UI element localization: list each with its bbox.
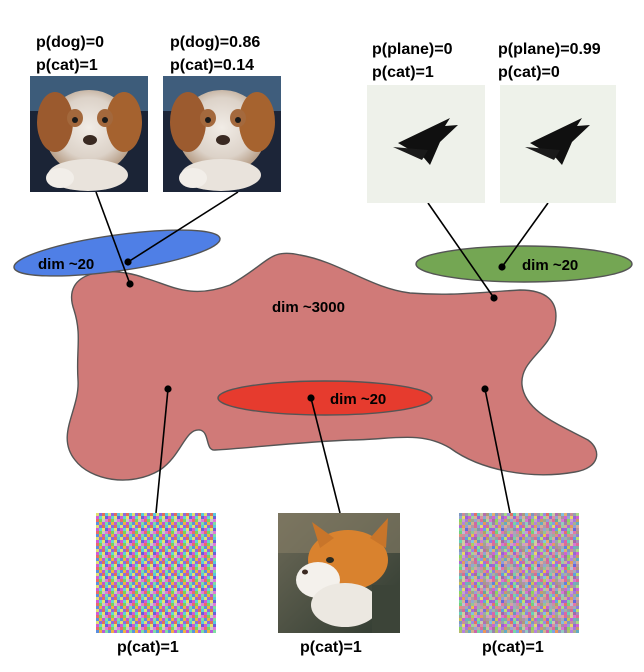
top-image-4: p(plane)=0.99 p(cat)=0 [498, 41, 616, 203]
plane-subspace-ellipse [415, 245, 633, 283]
cat-prob-label: p(cat)=1 [300, 639, 362, 656]
cat-photo [278, 513, 400, 633]
prob-label-line2: p(cat)=1 [372, 64, 434, 81]
prob-label-line1: p(dog)=0 [36, 34, 104, 51]
plane-subspace-label: dim ~20 [522, 257, 578, 274]
top-image-3: p(plane)=0 p(cat)=1 [367, 41, 485, 203]
main-region-label: dim ~3000 [272, 299, 345, 316]
main-region-blob [66, 252, 598, 481]
cat-prob-label: p(cat)=1 [482, 639, 544, 656]
prob-label-line1: p(dog)=0.86 [170, 34, 260, 51]
dog-subspace-label: dim ~20 [38, 256, 94, 273]
dog-photo [30, 76, 148, 192]
top-image-1: p(dog)=0 p(cat)=1 [30, 34, 148, 192]
bottom-image-3: p(cat)=1 [459, 513, 579, 656]
connector-dots [124, 258, 506, 402]
noise-pattern [96, 513, 216, 633]
top-image-2: p(dog)=0.86 p(cat)=0.14 [163, 34, 281, 192]
prob-label-line2: p(cat)=0 [498, 64, 560, 81]
prob-label-line1: p(plane)=0.99 [498, 41, 601, 58]
cat-subspace-label: dim ~20 [330, 391, 386, 408]
cat-subspace-ellipse [217, 380, 433, 416]
connector-lines [95, 191, 549, 514]
cat-prob-label: p(cat)=1 [117, 639, 179, 656]
dog-subspace-ellipse [13, 229, 221, 277]
bottom-image-2: p(cat)=1 [278, 513, 400, 656]
prob-label-line1: p(plane)=0 [372, 41, 453, 58]
plane-photo [367, 85, 485, 203]
plane-photo [500, 85, 616, 203]
prob-label-line2: p(cat)=1 [36, 57, 98, 74]
prob-label-line2: p(cat)=0.14 [170, 57, 254, 74]
bottom-image-1: p(cat)=1 [96, 513, 216, 656]
dog-photo [163, 76, 281, 192]
